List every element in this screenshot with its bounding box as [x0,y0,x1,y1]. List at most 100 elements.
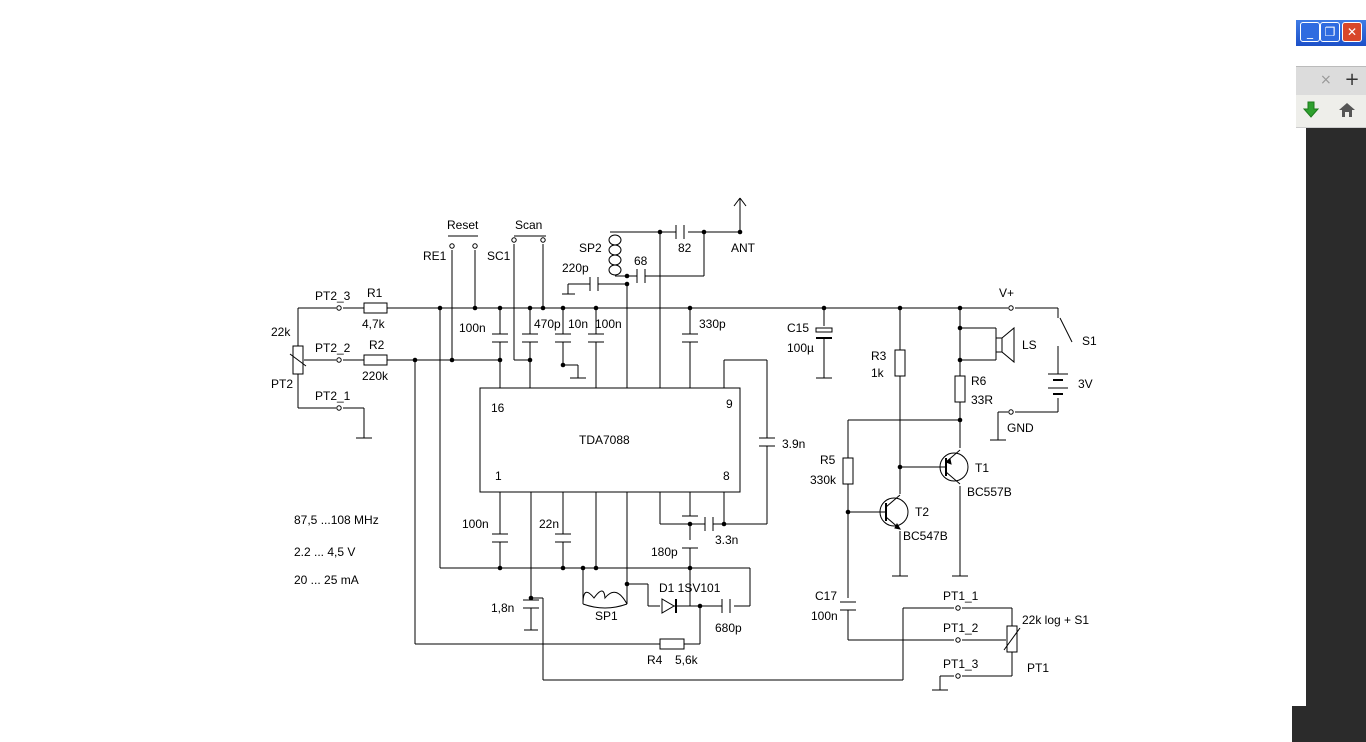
sp1-coil [582,590,628,609]
label-pin8: 8 [723,469,730,483]
home-icon[interactable] [1338,101,1356,119]
label-c100n-a: 100n [459,321,486,335]
label-sp1: SP1 [595,609,618,623]
label-ls: LS [1022,338,1037,352]
label-re1: RE1 [423,249,447,263]
label-r6-value: 33R [971,393,993,407]
c15-electrolytic [815,327,833,339]
label-freq: 87,5 ...108 MHz [294,513,379,527]
label-s1: S1 [1082,334,1097,348]
battery [1048,373,1068,395]
panel-corner [1292,706,1306,742]
label-c33n: 3.3n [715,533,738,547]
label-pt2-3: PT2_3 [315,289,351,303]
label-c100n-c: 100n [462,517,489,531]
r2-body [363,354,388,366]
tda7088-chip [479,387,741,493]
nav-toolbar [1296,95,1366,128]
label-c82: 82 [678,241,692,255]
label-c15: C15 [787,321,809,335]
label-pt2-2: PT2_2 [315,341,351,355]
browser-window-fragment: _ ❐ ✕ × + [1292,0,1366,742]
label-r5-value: 330k [810,473,837,487]
label-r5: R5 [820,453,836,467]
label-ant: ANT [731,241,756,255]
label-c100n-b: 100n [595,317,622,331]
t2-transistor [879,494,909,530]
new-tab-button[interactable]: + [1344,69,1360,90]
label-t2: T2 [915,505,929,519]
label-vplus: V+ [999,286,1014,300]
label-chip: TDA7088 [579,433,630,447]
download-arrow-icon[interactable] [1302,101,1320,119]
label-pt2-1: PT2_1 [315,389,351,403]
label-c180p: 180p [651,545,678,559]
page-edge [1296,128,1306,742]
r3-body [894,349,906,377]
label-r4: R4 [647,653,663,667]
t1-transistor [939,449,969,485]
junctions [412,229,963,609]
label-pt2: PT2 [271,377,293,391]
label-t1: T1 [975,461,989,475]
label-reset: Reset [447,218,479,232]
r6-body [954,375,966,403]
label-pin9: 9 [726,397,733,411]
close-button[interactable]: ✕ [1342,22,1362,42]
label-pt2-value: 22k [271,325,291,339]
resistors [289,302,1021,653]
label-r3: R3 [871,349,887,363]
label-c10n: 10n [568,317,588,331]
label-c17-value: 100n [811,609,838,623]
label-pt1: PT1 [1027,661,1049,675]
label-r3-value: 1k [871,366,885,380]
label-c15-value: 100µ [787,341,814,355]
label-pt1-2: PT1_2 [943,621,979,635]
label-sp2: SP2 [579,241,602,255]
r1-body [363,302,388,314]
side-panel [1306,128,1366,742]
schematic-diagram: Reset Scan RE1 SC1 SP2 220p 68 82 ANT PT… [271,197,1097,691]
tab-close-icon[interactable]: × [1320,72,1332,88]
label-r2-value: 220k [362,369,389,383]
label-c680p: 680p [715,621,742,635]
label-scan: Scan [515,218,542,232]
label-sc1: SC1 [487,249,511,263]
label-c220p: 220p [562,261,589,275]
label-pin16: 16 [491,401,505,415]
label-curr: 20 ... 25 mA [294,573,359,587]
label-c68: 68 [634,254,648,268]
label-r1: R1 [367,286,383,300]
label-pt1-3: PT1_3 [943,657,979,671]
label-volt: 2.2 ... 4,5 V [294,545,355,559]
label-d1: D1 1SV101 [659,581,721,595]
label-pin1: 1 [495,469,502,483]
r5-body [842,457,854,485]
label-gnd: GND [1007,421,1034,435]
tab-strip: × + [1296,66,1366,96]
label-3v: 3V [1078,377,1093,391]
ls-speaker [995,326,1015,364]
label-pt1-value: 22k log + S1 [1022,613,1089,627]
title-bar: _ ❐ ✕ [1296,20,1366,46]
label-c22n: 22n [539,517,559,531]
r4-body [659,638,685,650]
label-r1-value: 4,7k [362,317,386,331]
restore-button[interactable]: ❐ [1320,22,1340,42]
minimize-button[interactable]: _ [1300,22,1320,42]
sp2-coil [608,231,622,276]
labels: Reset Scan RE1 SC1 SP2 220p 68 82 ANT PT… [271,218,1097,675]
label-r4-value: 5,6k [675,653,699,667]
capacitors [492,225,856,613]
label-c17: C17 [815,589,837,603]
label-r2: R2 [369,338,385,352]
label-t1-value: BC557B [967,485,1012,499]
label-c330p: 330p [699,317,726,331]
label-pt1-1: PT1_1 [943,589,979,603]
label-r6: R6 [971,374,987,388]
wires [297,197,1073,691]
connector-pads [336,237,1014,679]
label-c18n: 1,8n [491,601,514,615]
d1-diode [661,598,686,614]
label-c39n: 3.9n [782,437,805,451]
